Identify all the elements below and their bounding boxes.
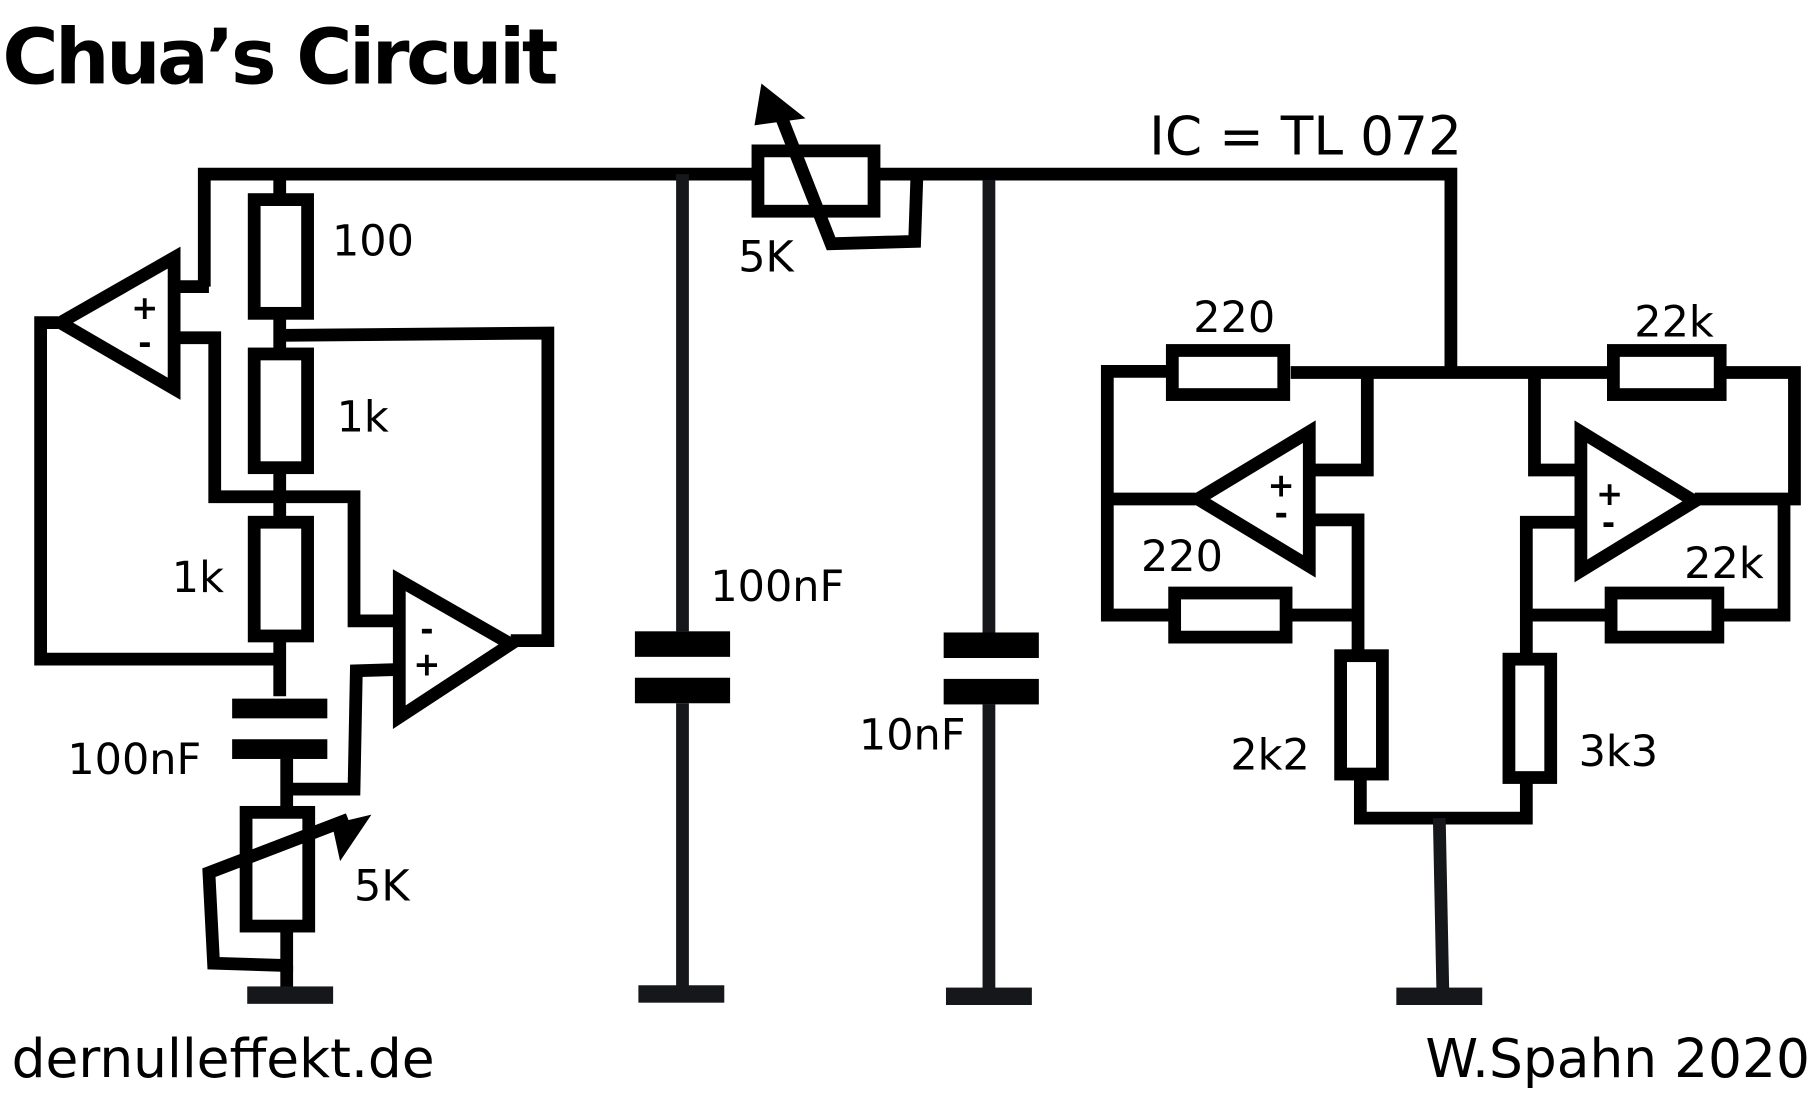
opamp-plus-sign: + [131,289,158,327]
resistor-3k3: 3k3 [1502,652,1659,784]
label-c-100nF-left: 100nF [67,735,201,785]
resistor-1k-lower: 1k [172,515,314,643]
label-r-22k-top: 22k [1634,298,1714,348]
opamp-right-left: + - [1185,420,1316,578]
ground-icon [945,987,1032,1005]
arrow-icon [331,814,372,862]
potentiometer-left-5k: 5K [202,805,411,973]
opamp-minus-sign: - [420,611,433,649]
opamp-minus-sign: - [1274,495,1287,533]
capacitor-100nF-left: 100nF [67,698,328,785]
label-r-220-top: 220 [1193,293,1275,343]
ground-icon [247,986,334,1004]
opamp-plus-sign: + [413,645,440,683]
ic-note: IC = TL 072 [1149,104,1462,167]
opamp-upper-left: + - [47,246,181,400]
label-r-1k-upper: 1k [337,393,389,443]
arrow-icon [754,83,806,126]
label-c-100nF-mid: 100nF [710,562,844,612]
opamp-plus-sign: + [1596,475,1623,513]
capacitor-100nF-mid: 100nF [634,174,844,1003]
opamp-minus-sign: - [1602,504,1615,542]
opamp-lower-left: - + [392,569,523,730]
page-title: Chua’s Circuit [2,14,557,103]
footer-author: W.Spahn 2020 [1425,1027,1810,1090]
label-pot-5k-left: 5K [354,862,411,912]
resistor-100: 100 [247,193,414,320]
label-r-22k-bottom: 22k [1684,539,1764,589]
resistor-1k-upper: 1k [247,347,389,475]
label-r-2k2: 2k2 [1230,730,1310,780]
potentiometer-top-5k: 5K [738,83,924,283]
resistor-2k2: 2k2 [1230,649,1389,781]
label-r-1k-lower: 1k [172,553,224,603]
footer-website: dernulleffekt.de [12,1027,435,1090]
opamp-right-right: + - [1574,420,1707,583]
resistor-22k-top: 22k [1607,298,1727,401]
resistor-22k-bottom: 22k [1604,539,1764,644]
opamp-minus-sign: - [138,324,151,362]
label-r-3k3: 3k3 [1579,727,1659,777]
capacitor-10nF: 10nF [859,179,1039,1005]
label-c-10nF: 10nF [859,711,966,761]
resistor-220-top: 220 [1165,293,1291,401]
label-r-220-bottom: 220 [1141,532,1223,582]
right-section-wires [1100,364,1801,989]
opamp-plus-sign: + [1268,467,1295,505]
label-pot-5k-top: 5K [738,233,795,283]
label-r-100: 100 [332,216,414,266]
ground-icon [1396,987,1483,1005]
ground-icon [638,985,725,1003]
resistor-220-bottom: 220 [1141,532,1293,644]
